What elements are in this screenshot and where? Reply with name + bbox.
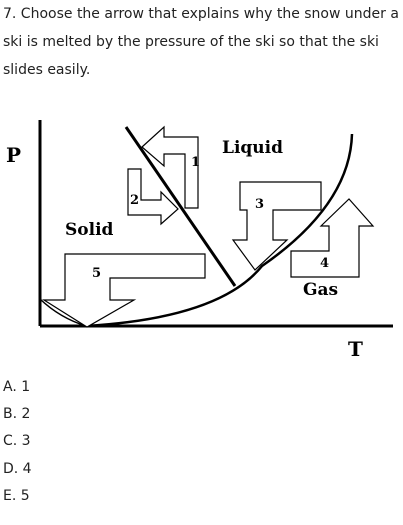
arrow-2-label: 2 (130, 193, 139, 208)
option-e[interactable]: E. 5 (3, 487, 30, 504)
arrow-5 (41, 253, 206, 328)
question-text: 7. Choose the arrow that explains why th… (3, 6, 399, 78)
arrow-4 (290, 198, 375, 278)
region-gas-label: Gas (303, 280, 338, 300)
option-d[interactable]: D. 4 (3, 460, 32, 477)
arrow-1 (141, 125, 199, 209)
arrow-2 (127, 168, 179, 226)
arrow-4-label: 4 (320, 256, 329, 271)
solid-liquid-boundary (124, 126, 237, 287)
axis-x-label: T (348, 337, 363, 361)
axis-y-label: P (6, 143, 21, 167)
arrow-1-label: 1 (191, 155, 200, 170)
option-b[interactable]: B. 2 (3, 406, 31, 423)
region-solid-label: Solid (65, 220, 114, 240)
arrow-3-label: 3 (255, 197, 264, 212)
arrow-5-label: 5 (92, 266, 101, 281)
vaporization-curve (85, 133, 354, 328)
sublimation-curve (39, 298, 87, 327)
option-a[interactable]: A. 1 (3, 379, 31, 395)
option-c[interactable]: C. 3 (3, 433, 31, 450)
region-liquid-label: Liquid (222, 138, 283, 158)
arrow-3 (231, 181, 322, 271)
answer-options: A. 1 B. 2 C. 3 D. 4 E. 5 (3, 374, 32, 510)
phase-diagram: P T Solid Liquid Gas 1 2 3 4 5 (6, 120, 393, 361)
